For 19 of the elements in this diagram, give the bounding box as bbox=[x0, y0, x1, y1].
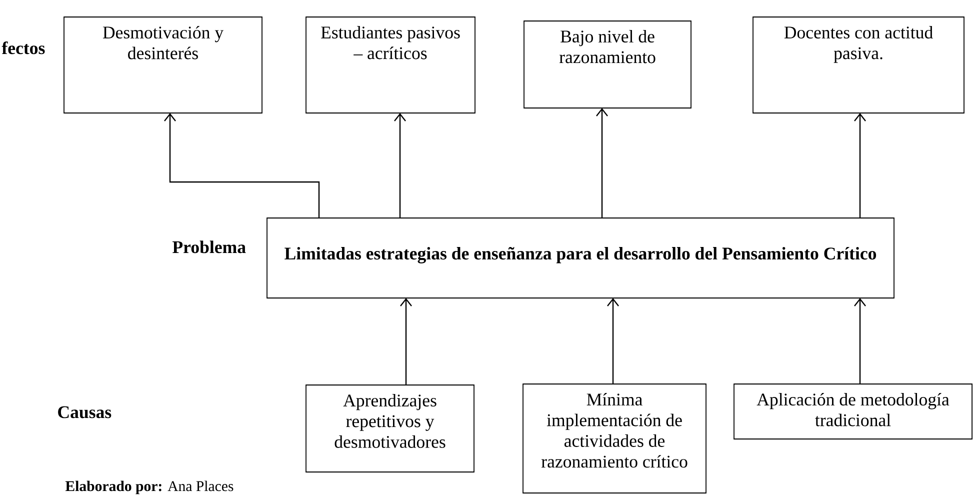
arrow bbox=[400, 298, 412, 385]
arrow bbox=[607, 298, 619, 384]
effect-box: Desmotivación y desinterés bbox=[64, 16, 262, 114]
cause-box: Mínima implementación de actividades de razonamiento crítico bbox=[522, 384, 706, 494]
arrow bbox=[596, 108, 608, 218]
row-label: Problema bbox=[172, 240, 246, 254]
row-label: Causas bbox=[58, 406, 112, 418]
row-label: fectos bbox=[2, 41, 45, 54]
problem-box: Limitadas estrategias de enseñanza para el desarrollo del Pensamiento Crítico bbox=[266, 218, 894, 298]
arrow bbox=[164, 113, 320, 218]
arrow bbox=[394, 113, 406, 218]
arrow bbox=[854, 113, 866, 218]
arrow bbox=[854, 298, 866, 384]
cause-box: Aprendizajes repetitivos y desmotivadores bbox=[306, 384, 474, 472]
effect-box: Bajo nivel de razonamiento bbox=[524, 20, 692, 108]
effect-box: Estudiantes pasivos – acríticos bbox=[306, 16, 476, 114]
cause-box: Aplicación de metodología tradicional bbox=[734, 384, 972, 440]
effect-box: Docentes con actitud pasiva. bbox=[752, 16, 964, 114]
author-credit: Elaborado por: Ana Places bbox=[65, 480, 234, 494]
